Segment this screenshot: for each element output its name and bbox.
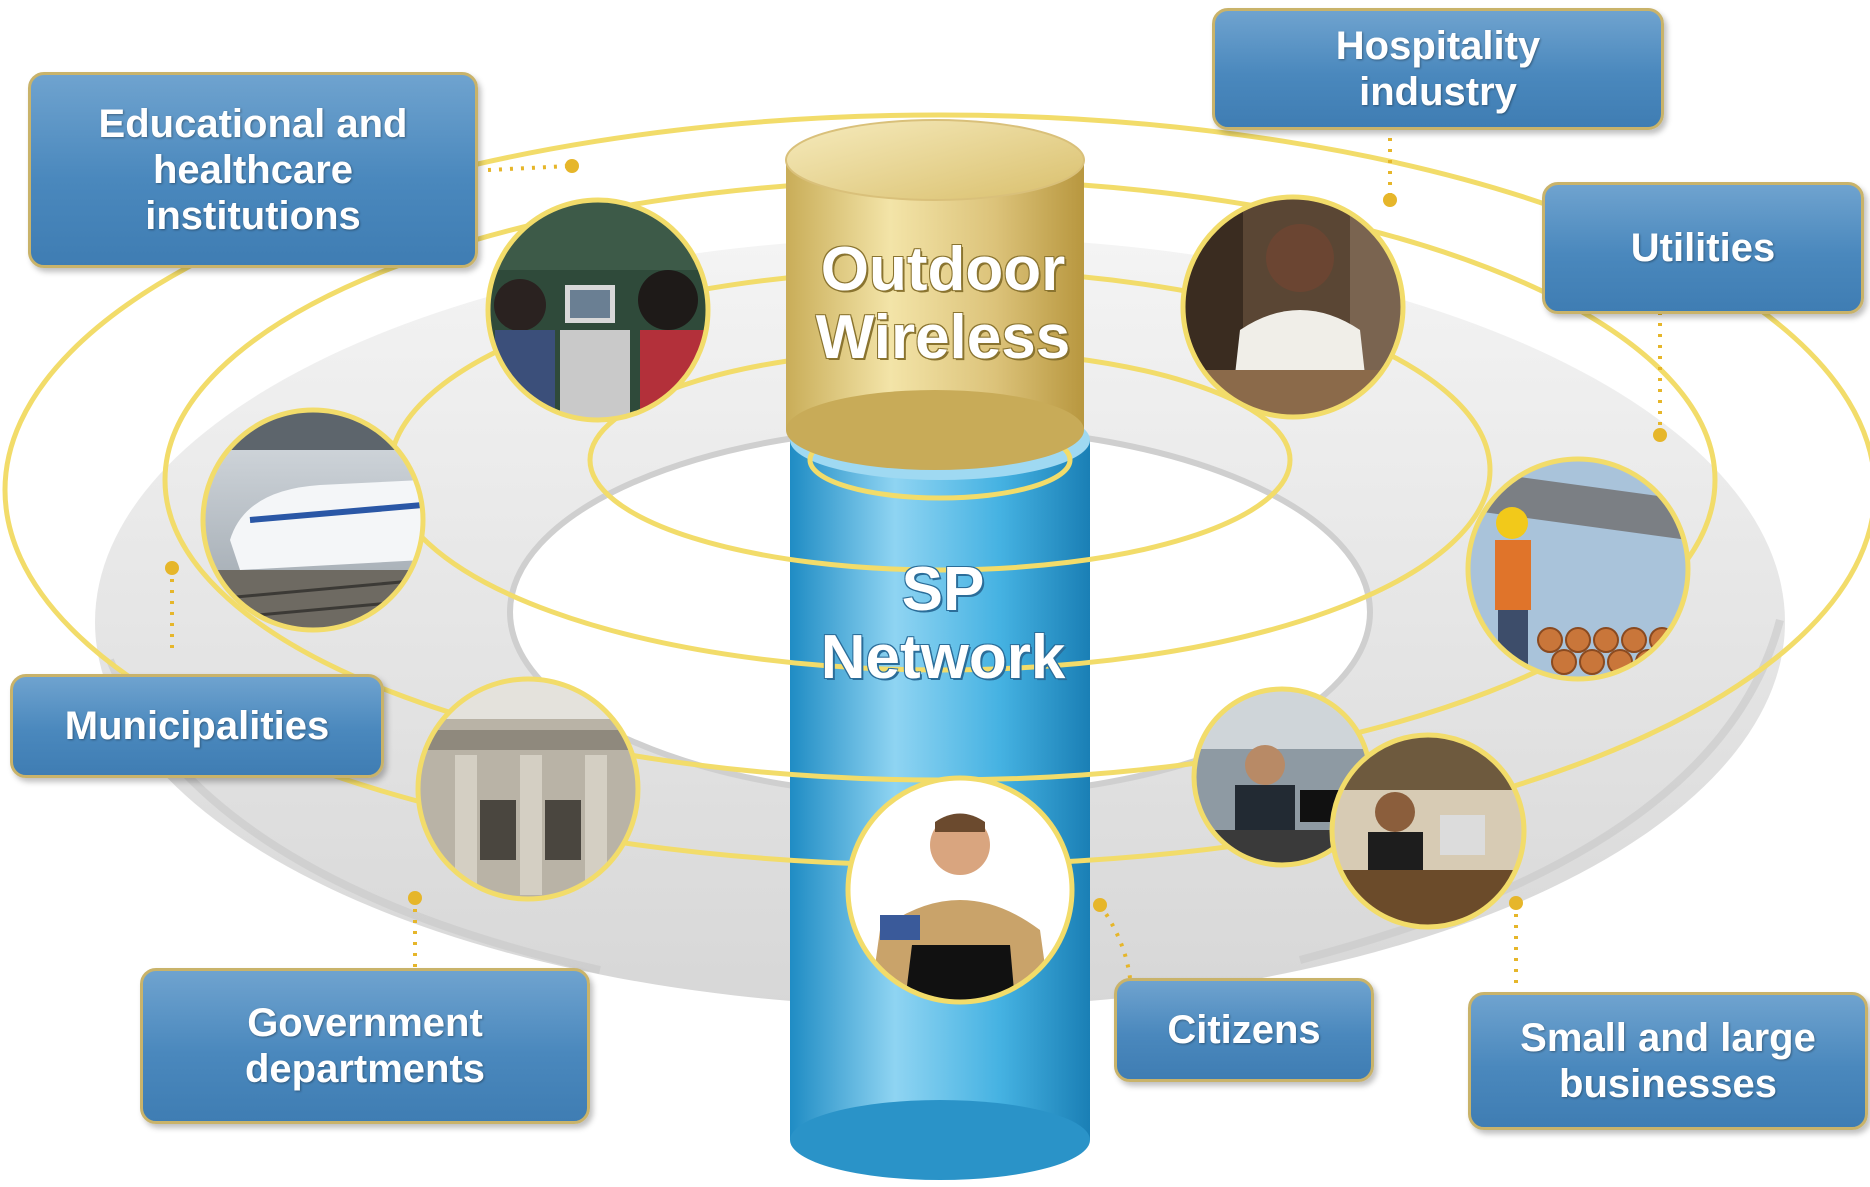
worker-photo	[1465, 456, 1691, 682]
businesses-label-line1: Small and large	[1520, 1016, 1816, 1060]
hospitality-label-box: Hospitality industry	[1212, 8, 1664, 130]
education-label-box: Educational and healthcare institutions	[28, 72, 478, 268]
government-label-line2: departments	[244, 1047, 486, 1091]
citizens-label-line1: Citizens	[1167, 1008, 1321, 1052]
sp-network-line1: SP	[901, 555, 985, 624]
outdoor-wireless-cylinder	[785, 119, 1085, 470]
municipalities-label-line1: Municipalities	[64, 704, 330, 748]
building-photo	[415, 676, 641, 902]
hospitality-label-line1: Hospitality	[1335, 24, 1541, 68]
municipalities-label-box: Municipalities	[10, 674, 384, 778]
businesses-label-box: Small and large businesses	[1468, 992, 1868, 1130]
government-label-box: Government departments	[140, 968, 590, 1124]
laptop-user-photo	[845, 775, 1075, 1005]
government-label-line1: Government	[247, 1001, 483, 1045]
sp-network-line2: Network	[820, 623, 1066, 692]
connector-lines	[170, 138, 1662, 990]
outdoor-wireless-line2: Wireless	[815, 303, 1071, 372]
classroom-photo	[485, 197, 711, 423]
businesses-label-line2: businesses	[1559, 1062, 1777, 1106]
sp-network-label: SP Network	[793, 556, 1093, 692]
outdoor-wireless-label: Outdoor Wireless	[793, 236, 1093, 372]
utilities-label-box: Utilities	[1542, 182, 1864, 314]
train-photo	[200, 407, 426, 633]
education-label-line3: institutions	[145, 194, 361, 238]
education-label-line2: healthcare	[152, 148, 354, 192]
citizens-label-box: Citizens	[1114, 978, 1374, 1082]
utilities-label-line1: Utilities	[1630, 226, 1776, 270]
office-photo	[1191, 686, 1527, 930]
outdoor-wireless-line1: Outdoor	[820, 235, 1066, 304]
education-label-line1: Educational and	[98, 102, 408, 146]
hospitality-label-line2: industry	[1359, 70, 1517, 114]
connector-dots	[165, 159, 1667, 912]
